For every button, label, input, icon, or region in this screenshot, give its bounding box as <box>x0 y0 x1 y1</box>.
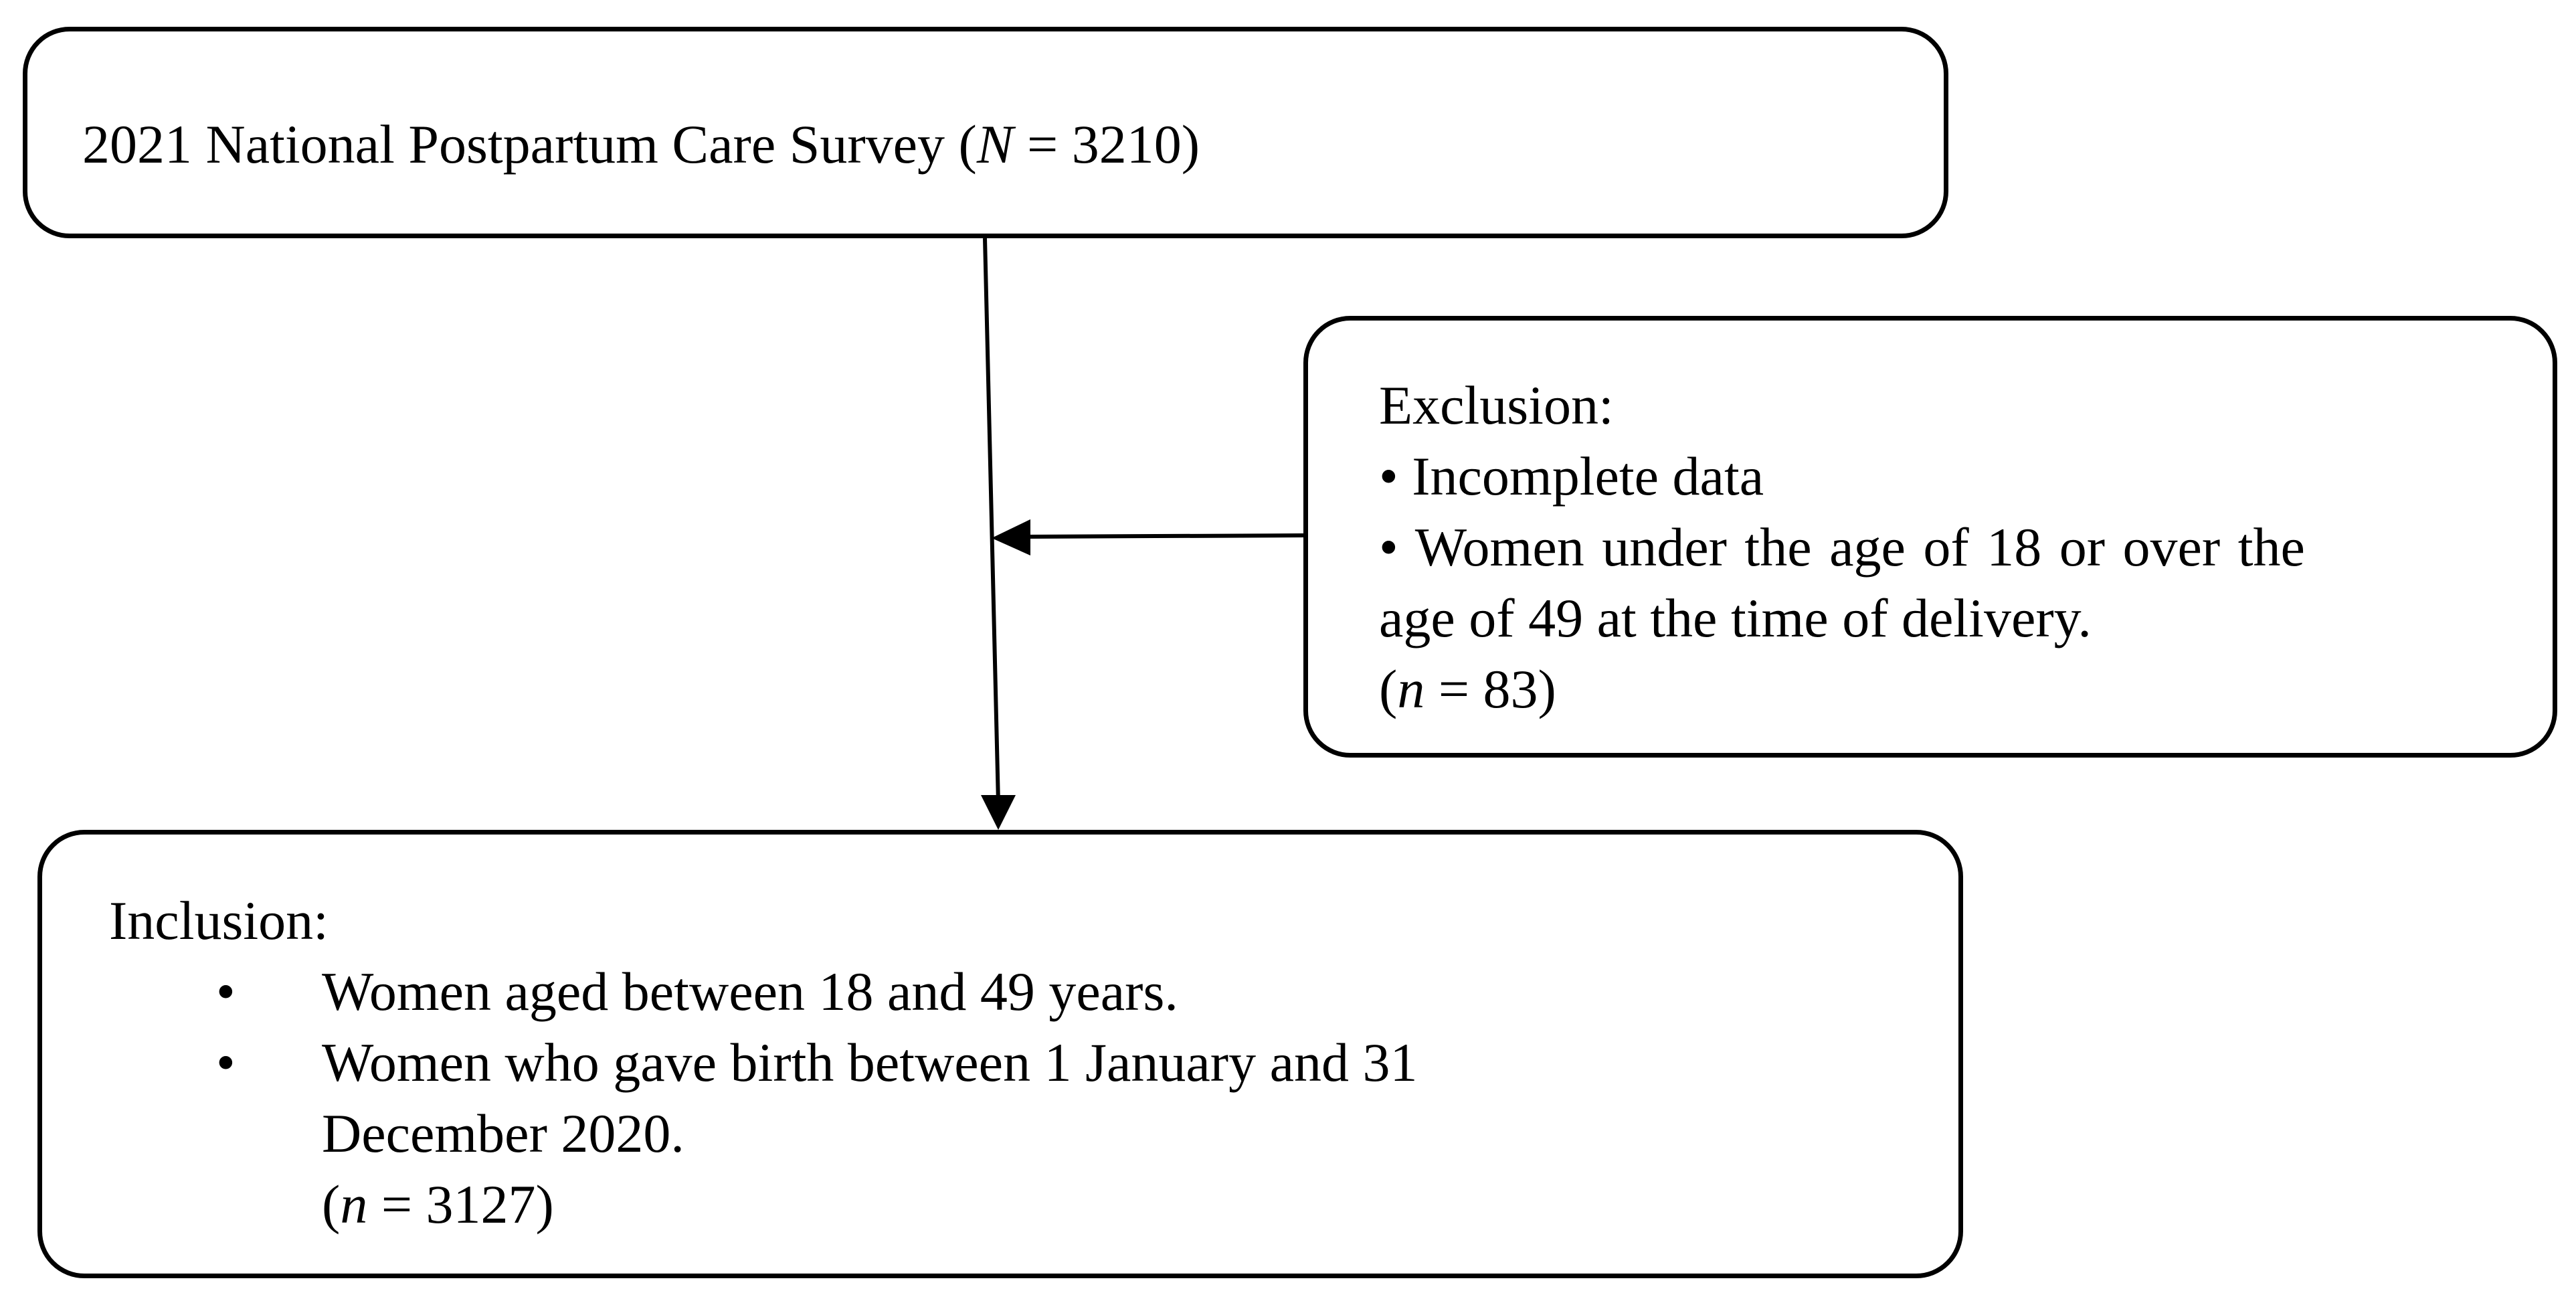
inclusion-box: Inclusion: • Women aged between 18 and 4… <box>37 830 1963 1278</box>
main-flow-line <box>983 238 1000 804</box>
inclusion-item: Women aged between 18 and 49 years. <box>322 961 1178 1022</box>
down-arrowhead <box>981 795 1016 830</box>
bullet-marker: • <box>216 1032 236 1093</box>
exclusion-box: Exclusion: • Incomplete data • Women und… <box>1303 316 2557 758</box>
survey-label: 2021 National Postpartum Care Survey (N … <box>82 114 1200 175</box>
inclusion-count: (n = 3127) <box>322 1174 554 1235</box>
inclusion-item-continued: December 2020. <box>322 1103 684 1164</box>
left-arrowhead <box>992 519 1030 555</box>
exclusion-heading: Exclusion: <box>1379 375 1614 436</box>
survey-box: 2021 National Postpartum Care Survey (N … <box>23 27 1948 238</box>
exclusion-flow-line <box>1023 533 1304 539</box>
bullet-marker: • <box>216 961 236 1022</box>
exclusion-item-continued: age of 49 at the time of delivery. <box>1379 588 2092 648</box>
exclusion-count: (n = 83) <box>1379 659 1556 719</box>
inclusion-item: Women who gave birth between 1 January a… <box>322 1032 1418 1093</box>
inclusion-heading: Inclusion: <box>109 890 329 951</box>
exclusion-item: • Women under the age of 18 or over the <box>1379 517 2305 578</box>
exclusion-item: • Incomplete data <box>1379 446 1764 507</box>
